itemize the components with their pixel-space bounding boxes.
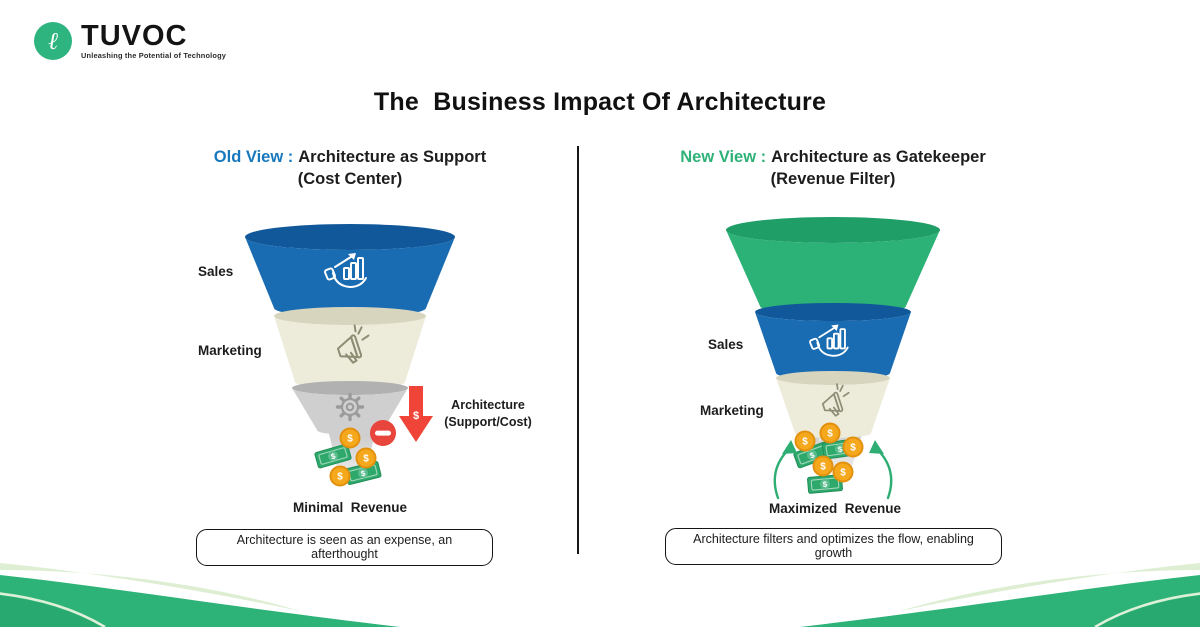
funnel-segment-sales xyxy=(755,303,911,380)
svg-text:$: $ xyxy=(347,434,353,445)
megaphone-icon xyxy=(336,324,370,364)
vertical-divider xyxy=(577,146,579,554)
logo-tagline: Unleashing the Potential of Technology xyxy=(81,51,227,60)
sales-growth-icon xyxy=(324,253,367,288)
svg-text:$: $ xyxy=(840,468,846,479)
leaking-money: $ $ $ $ $ xyxy=(314,427,382,487)
old-view-caption: Architecture is seen as an expense, an a… xyxy=(196,529,493,566)
svg-text:$: $ xyxy=(360,468,367,478)
architecture-annotation: Architecture (Support/Cost) xyxy=(432,397,544,431)
money-coin: $ xyxy=(832,461,854,483)
old-view-prefix: Old View : xyxy=(213,148,294,166)
logo: ℓ TUVOC Unleashing the Potential of Tech… xyxy=(34,22,226,60)
flowing-money: $ $ $ $ $ xyxy=(793,422,864,494)
wave-decoration-left xyxy=(0,563,400,627)
funnel-segment-sales xyxy=(245,224,455,317)
funnel-segment-marketing xyxy=(776,371,890,438)
svg-text:$: $ xyxy=(363,454,369,465)
new-view-main: Architecture as Gatekeeper xyxy=(771,148,986,166)
new-view-heading: New View :Architecture as Gatekeeper (Re… xyxy=(628,146,1038,190)
new-view-sub: (Revenue Filter) xyxy=(770,170,896,188)
minus-badge-icon xyxy=(370,420,396,446)
money-coin: $ xyxy=(812,455,834,477)
svg-text:$: $ xyxy=(802,437,808,448)
label-sales-right: Sales xyxy=(708,337,744,352)
svg-text:$: $ xyxy=(330,451,337,461)
label-marketing-left: Marketing xyxy=(198,343,262,358)
growth-up-arrows xyxy=(773,440,893,500)
old-view-funnel: $ $ $ $ $ xyxy=(245,224,455,487)
old-view-heading: Old View :Architecture as Support (Cost … xyxy=(170,146,530,190)
svg-text:$: $ xyxy=(337,472,343,483)
logo-brand: TUVOC xyxy=(81,20,188,52)
old-view-sub: (Cost Center) xyxy=(297,170,403,188)
money-coin: $ xyxy=(355,447,377,469)
money-coin: $ xyxy=(842,436,864,458)
svg-text:$: $ xyxy=(413,410,419,422)
megaphone-icon xyxy=(821,383,850,417)
maximized-revenue-label: Maximized Revenue xyxy=(768,501,902,516)
svg-text:$: $ xyxy=(822,480,828,489)
svg-text:$: $ xyxy=(850,443,856,454)
new-view-funnel: $ $ $ $ $ xyxy=(726,217,940,500)
minimal-revenue-label: Minimal Revenue xyxy=(292,500,408,515)
logo-text: TUVOC Unleashing the Potential of Techno… xyxy=(81,20,227,61)
money-coin: $ xyxy=(339,427,361,449)
svg-text:$: $ xyxy=(820,462,826,473)
wave-decoration-right xyxy=(800,563,1200,627)
money-coin: $ xyxy=(329,465,351,487)
svg-text:$: $ xyxy=(809,450,817,460)
new-view-caption: Architecture filters and optimizes the f… xyxy=(665,528,1002,565)
money-coin: $ xyxy=(819,422,841,444)
svg-text:$: $ xyxy=(827,429,833,440)
label-sales-left: Sales xyxy=(198,264,234,279)
funnel-segment-marketing xyxy=(274,307,426,389)
gear-icon xyxy=(335,392,365,422)
money-bill: $ xyxy=(314,443,352,469)
annotation-line1: Architecture xyxy=(451,398,525,412)
sales-growth-icon xyxy=(809,324,849,357)
annotation-line2: (Support/Cost) xyxy=(444,415,532,429)
funnel-segment-gatekeeper xyxy=(726,217,940,315)
page-title: The Business Impact Of Architecture xyxy=(373,88,827,116)
label-marketing-right: Marketing xyxy=(700,403,764,418)
new-view-prefix: New View : xyxy=(680,148,767,166)
cost-down-arrow-icon: $ xyxy=(399,386,433,442)
logo-monogram-icon: ℓ xyxy=(34,22,72,60)
money-coin: $ xyxy=(794,430,816,452)
old-view-main: Architecture as Support xyxy=(298,148,487,166)
svg-text:$: $ xyxy=(837,445,843,455)
